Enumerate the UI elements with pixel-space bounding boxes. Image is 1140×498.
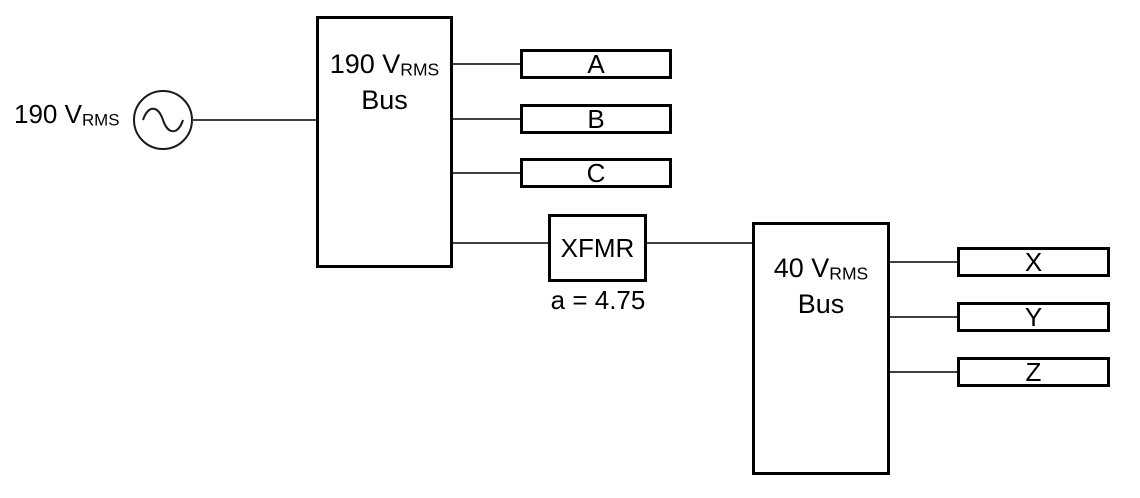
source-voltage-text: 190 V	[14, 99, 82, 129]
bus1-label-line2: Bus	[361, 84, 408, 115]
bus2-label-line2: Bus	[797, 288, 845, 319]
bus2-label-line1: 40 VRMS	[773, 253, 869, 284]
bus1-label-subscript: RMS	[400, 59, 440, 80]
load-box-b: B	[520, 104, 672, 134]
ac-source-icon	[133, 90, 193, 150]
load-box-y: Y	[957, 302, 1110, 332]
load-box-z: Z	[957, 357, 1110, 387]
wire-xfmr-to-bus2	[647, 242, 752, 244]
wire-bus2-to-load-y	[890, 316, 957, 318]
load-label-z: Z	[1025, 357, 1042, 387]
bus1-box: 190 VRMS Bus	[316, 16, 453, 268]
bus1-label: 190 VRMS Bus	[319, 49, 450, 115]
xfmr-box: XFMR	[548, 214, 647, 282]
bus2-label-subscript: RMS	[829, 263, 869, 284]
wire-bus1-to-load-b	[453, 118, 520, 120]
load-label-a: A	[587, 49, 605, 79]
load-box-x: X	[957, 247, 1110, 277]
load-label-c: C	[586, 158, 606, 188]
load-box-a: A	[520, 49, 672, 79]
source-voltage-label: 190 VRMS	[14, 101, 120, 134]
load-label-x: X	[1024, 247, 1043, 277]
bus2-box: 40 VRMS Bus	[752, 222, 890, 475]
wire-bus2-to-load-x	[890, 261, 957, 263]
wire-bus1-to-xfmr	[453, 242, 548, 244]
bus1-label-line1: 190 VRMS	[329, 49, 440, 80]
wire-bus2-to-load-z	[890, 371, 957, 373]
xfmr-ratio-label: a = 4.75	[550, 285, 646, 315]
wire-source-to-bus1	[192, 119, 316, 121]
load-label-y: Y	[1024, 302, 1043, 332]
wire-bus1-to-load-a	[453, 63, 520, 65]
load-label-b: B	[587, 104, 605, 134]
source-voltage-subscript: RMS	[81, 110, 120, 130]
load-box-c: C	[520, 158, 672, 188]
bus2-label: 40 VRMS Bus	[755, 253, 887, 319]
xfmr-label: XFMR	[560, 232, 635, 263]
wire-bus1-to-load-c	[453, 172, 520, 174]
